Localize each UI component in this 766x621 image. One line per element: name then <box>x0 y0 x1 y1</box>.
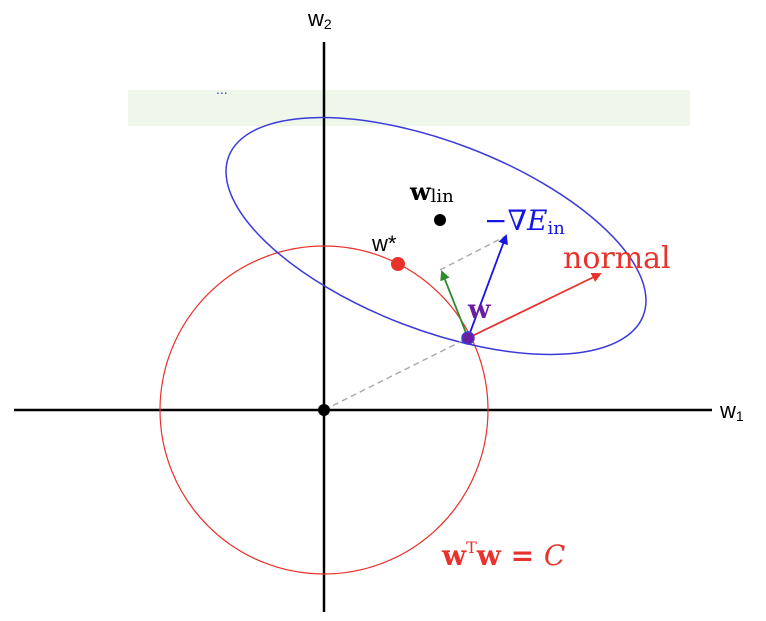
y-axis-label: w2 <box>307 6 332 32</box>
tangent-arrow <box>440 270 469 339</box>
constraint-label: wTw = C <box>441 538 565 572</box>
dashed-origin-to-w <box>323 337 469 411</box>
dashed-tangent-to-grad <box>439 235 507 271</box>
w-point <box>461 331 475 345</box>
neg-gradient-label: −∇Ein <box>484 204 565 239</box>
w-label: w <box>467 295 491 325</box>
normal-arrow <box>467 272 602 339</box>
x-axis-label: w1 <box>719 398 744 424</box>
w-lin-label: wlin <box>409 177 454 207</box>
origin-point <box>318 404 330 416</box>
w-star-label: w* <box>371 231 397 256</box>
constraint-circle <box>159 245 489 575</box>
highlight-band <box>128 90 690 126</box>
w-lin-point <box>434 214 446 226</box>
ellipsis-text: ... <box>216 81 228 97</box>
neg-gradient-arrow <box>467 234 508 339</box>
error-ellipse <box>225 116 647 356</box>
normal-label: normal <box>563 241 671 276</box>
w-star-point <box>391 257 405 271</box>
